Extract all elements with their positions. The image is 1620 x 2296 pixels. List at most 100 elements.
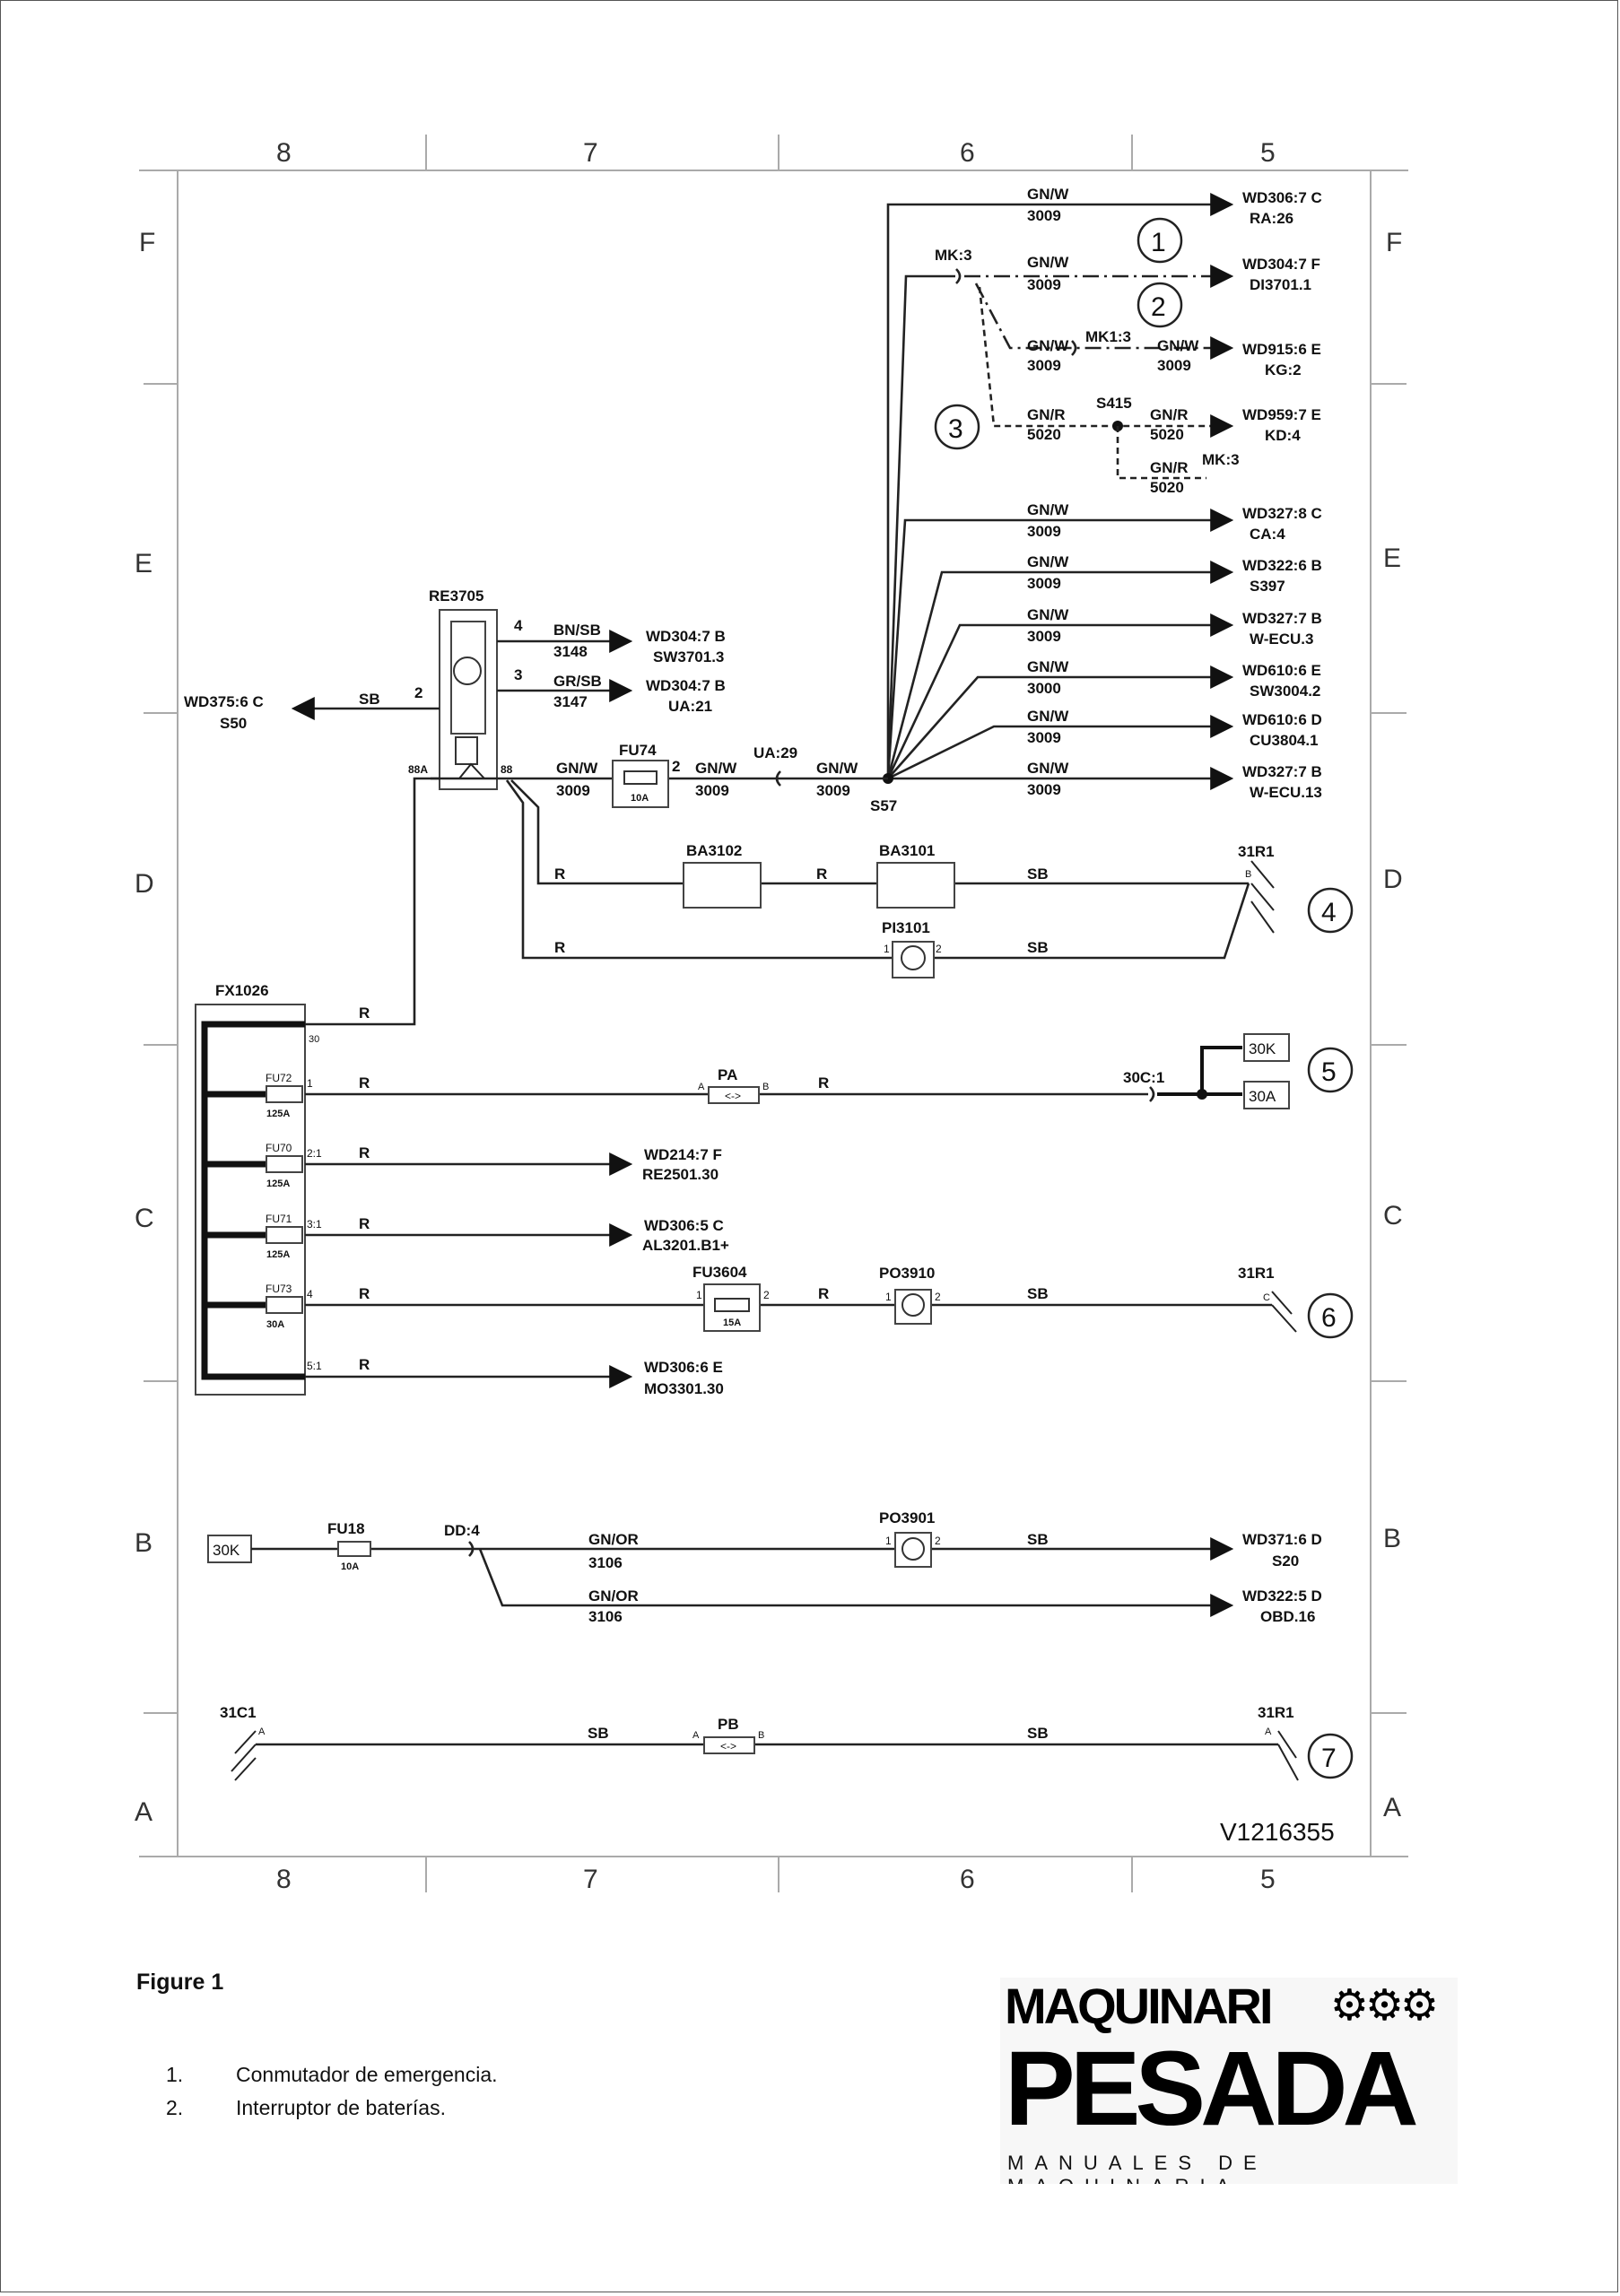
pin-label: 2: [935, 1291, 941, 1303]
mk3-branch: [955, 265, 1234, 480]
wire-number: 3009: [1157, 357, 1191, 374]
ground-label: 31R1: [1258, 1704, 1294, 1721]
svg-text:7: 7: [1321, 1744, 1337, 1773]
wiring-diagram: 8 7 6 5 8 7 6 5 F E D C B A F E D C B A …: [135, 135, 1408, 1894]
wire-color: BN/SB: [553, 622, 601, 639]
gears-icon: ⚙⚙⚙: [1329, 1982, 1439, 2030]
fuse-fu74: FU74: [619, 742, 657, 759]
connector-mk3: MK:3: [1202, 451, 1240, 468]
relay-pi3101: [892, 941, 935, 978]
pin-label: 1: [885, 1291, 892, 1303]
connector-mk3: MK:3: [935, 247, 972, 264]
fuse-label: FU73: [266, 1283, 292, 1295]
diagram-frame: [177, 170, 1372, 1857]
wire-number: 5020: [1027, 426, 1061, 443]
terminal-label: 30A: [1249, 1088, 1276, 1105]
wire-color: SB: [588, 1725, 609, 1742]
wire-color: GN/W: [695, 760, 737, 777]
ground-label: 31R1: [1238, 1265, 1275, 1282]
logo-line1: MAQUINARI: [1005, 1978, 1274, 2034]
destination-component: DI3701.1: [1250, 276, 1311, 293]
terminal-30k: [1243, 1033, 1290, 1062]
figure-caption: Figure 1: [136, 1970, 224, 1995]
grid-row-label: A: [135, 1797, 152, 1827]
destination-component: S20: [1272, 1552, 1299, 1570]
callout-2: 2: [1137, 282, 1183, 328]
grid-dividers: [144, 135, 1407, 1892]
fuse-label: FU70: [266, 1142, 292, 1154]
battery-label: BA3102: [686, 842, 742, 859]
wire-color: GN/W: [816, 760, 858, 777]
relay-name: RE3705: [429, 587, 483, 604]
wire-number: 3009: [1027, 729, 1061, 746]
callout-7: 7: [1307, 1733, 1354, 1779]
wire-color: GN/R: [1150, 459, 1189, 476]
grid-col-label: 6: [960, 138, 975, 168]
ground-pin: A: [1265, 1726, 1272, 1737]
wire-color: GN/R: [1027, 406, 1066, 423]
grid-col-label: 7: [583, 1865, 598, 1894]
wire-number: 3009: [1027, 357, 1061, 374]
grid-col-label: 8: [276, 138, 292, 168]
fuse-label: FU3604: [692, 1264, 747, 1281]
destination-component: MO3301.30: [644, 1380, 724, 1397]
wire-number: 3009: [1027, 523, 1061, 540]
wire-color: GN/OR: [588, 1587, 639, 1605]
fuse-label: FU18: [327, 1520, 365, 1537]
fuse-fu70: [266, 1155, 303, 1173]
svg-text:2: 2: [1151, 292, 1166, 322]
wire-color: R: [359, 1144, 370, 1161]
pin-label: 2: [763, 1289, 770, 1301]
wire-color: GN/W: [1027, 337, 1069, 354]
legend-item: 1.Conmutador de emergencia.: [166, 2063, 498, 2086]
wire-number: 3147: [553, 693, 588, 710]
fuse-rating: 10A: [341, 1561, 359, 1572]
destination-component: UA:21: [668, 698, 712, 715]
connector-dd4: DD:4: [444, 1522, 480, 1539]
wire-color: GN/R: [1150, 406, 1189, 423]
fuse-pin: 2: [672, 758, 680, 775]
fuse-fu3604: [703, 1283, 761, 1332]
destination-ref: WD959:7 E: [1242, 406, 1321, 423]
grid-row-label: D: [1383, 865, 1403, 894]
wire-number: 3009: [1027, 575, 1061, 592]
component-label: PO3910: [879, 1265, 935, 1282]
wire-number: 3009: [1027, 781, 1061, 798]
grid-col-label: 5: [1260, 138, 1276, 168]
grid-row-label: F: [1386, 228, 1402, 257]
ground-pin: B: [1245, 869, 1251, 880]
destination-ref: WD306:5 C: [644, 1217, 724, 1234]
grid-col-label: 6: [960, 1865, 975, 1894]
pin-label: 3:1: [307, 1218, 322, 1231]
wire-number: 3009: [816, 782, 850, 799]
relay-po3910: [894, 1289, 932, 1325]
pin-label: 1: [307, 1077, 313, 1090]
destination-component: W-ECU.3: [1250, 631, 1313, 648]
ground-label: 31R1: [1238, 843, 1275, 860]
pin-label: 5:1: [307, 1360, 322, 1372]
ground-pin: C: [1263, 1292, 1270, 1303]
destination-component: OBD.16: [1260, 1608, 1315, 1625]
destination-ref: WD214:7 F: [644, 1146, 722, 1163]
fuse-fu72: [266, 1085, 303, 1103]
ground-pin: A: [258, 1726, 266, 1737]
wire-color: GN/W: [1027, 501, 1069, 518]
svg-text:1: 1: [1151, 228, 1166, 257]
wire-color: R: [359, 1074, 370, 1091]
wire-color: GN/W: [1027, 708, 1069, 725]
logo-tagline: MANUALES DE MAQUINARIA: [1007, 2152, 1267, 2184]
pin-label: B: [758, 1730, 764, 1741]
fuse-rating: 125A: [266, 1109, 290, 1119]
legend: 1.Conmutador de emergencia. 2.Interrupto…: [166, 2063, 498, 2129]
wire-color: SB: [1027, 1285, 1049, 1302]
destination-ref: WD322:5 D: [1242, 1587, 1322, 1605]
drawing-id: V1216355: [1220, 1818, 1335, 1846]
relay-pin: 3: [514, 666, 522, 683]
wire-color: SB: [1027, 865, 1049, 883]
callout-6: 6: [1307, 1292, 1354, 1339]
wire-color: R: [818, 1074, 829, 1091]
wire-number: 5020: [1150, 479, 1184, 496]
destination-ref: WD371:6 D: [1242, 1531, 1322, 1548]
component-label: PO3901: [879, 1509, 935, 1526]
